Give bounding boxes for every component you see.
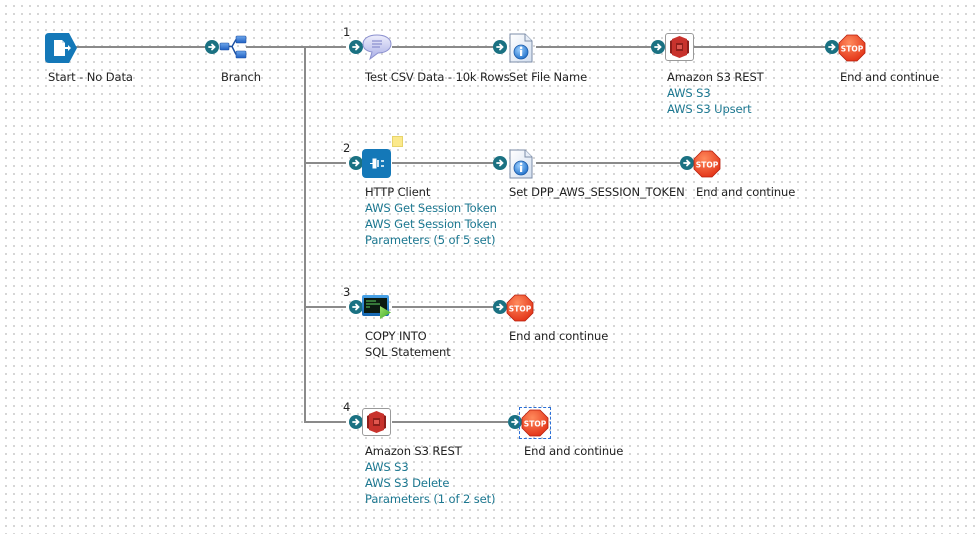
path4-step1-detail: AWS S3 Delete bbox=[365, 476, 450, 490]
edge-p1-s3-s4 bbox=[694, 46, 826, 48]
path2-step3-connector[interactable] bbox=[680, 156, 694, 170]
path2-step3-label: End and continue bbox=[696, 185, 796, 199]
path4-step2-connector[interactable] bbox=[508, 415, 522, 429]
stop-icon: STOP bbox=[693, 150, 721, 178]
path3-step1-label: COPY INTO bbox=[365, 329, 427, 343]
stop-text: STOP bbox=[524, 420, 547, 429]
start-shape[interactable] bbox=[45, 33, 77, 63]
path1-step3-label: Amazon S3 REST bbox=[667, 70, 764, 84]
path2-step2-shape[interactable] bbox=[508, 149, 534, 179]
amazon-s3-icon bbox=[367, 411, 386, 433]
branch-shape[interactable] bbox=[219, 35, 247, 59]
path4-step1-detail: AWS S3 bbox=[365, 460, 409, 474]
path2-step1-detail: AWS Get Session Token bbox=[365, 217, 497, 231]
arrow-right-icon bbox=[511, 418, 519, 426]
edge-p2-s1-s2 bbox=[392, 162, 494, 164]
edge-branch-path1 bbox=[246, 46, 346, 48]
arrow-right-icon bbox=[654, 43, 662, 51]
edge-p2-s2-s3 bbox=[536, 162, 680, 164]
path-number: 3 bbox=[343, 285, 351, 299]
path1-step3-connector[interactable] bbox=[651, 40, 665, 54]
edge-p1-s1-s2 bbox=[392, 46, 494, 48]
set-properties-icon bbox=[509, 149, 533, 179]
path1-step3-detail: AWS S3 Upsert bbox=[667, 102, 752, 116]
arrow-right-icon bbox=[352, 303, 360, 311]
edge-p4-s1-s2 bbox=[392, 421, 508, 423]
path3-step2-shape[interactable]: STOP bbox=[506, 294, 534, 322]
note-marker[interactable] bbox=[392, 136, 403, 147]
path2-step1-label: HTTP Client bbox=[365, 185, 431, 199]
arrow-right-icon bbox=[352, 418, 360, 426]
path1-step3-shape[interactable] bbox=[665, 33, 694, 61]
amazon-s3-icon bbox=[670, 36, 689, 58]
path1-step4-shape[interactable]: STOP bbox=[838, 34, 866, 62]
http-client-icon bbox=[362, 149, 391, 178]
path4-step1-shape[interactable] bbox=[362, 408, 391, 436]
start-document-icon bbox=[45, 33, 77, 63]
stop-icon: STOP bbox=[506, 294, 534, 322]
stop-text: STOP bbox=[696, 161, 719, 170]
branch-connector[interactable] bbox=[205, 40, 219, 54]
branch-trunk bbox=[304, 46, 306, 423]
stop-icon: STOP bbox=[838, 34, 866, 62]
path2-step3-shape[interactable]: STOP bbox=[693, 150, 721, 178]
message-bubble-icon bbox=[362, 34, 392, 61]
program-command-icon bbox=[362, 295, 391, 319]
path3-step1-connector[interactable] bbox=[349, 300, 363, 314]
path1-step4-label: End and continue bbox=[840, 70, 940, 84]
start-label: Start - No Data bbox=[48, 70, 133, 84]
path1-step2-shape[interactable] bbox=[508, 33, 534, 63]
branch-icon bbox=[219, 35, 247, 59]
stop-text: STOP bbox=[509, 305, 532, 314]
path1-step3-detail: AWS S3 bbox=[667, 86, 711, 100]
edge-p1-s2-s3 bbox=[536, 46, 658, 48]
path3-step2-label: End and continue bbox=[509, 329, 609, 343]
path1-step2-connector[interactable] bbox=[493, 40, 507, 54]
branch-label: Branch bbox=[221, 70, 261, 84]
arrow-right-icon bbox=[496, 43, 504, 51]
path-number: 1 bbox=[343, 25, 351, 39]
path1-step1-label: Test CSV Data - 10k Rows bbox=[365, 70, 510, 84]
edge-branch-path4 bbox=[304, 421, 346, 423]
path2-step2-connector[interactable] bbox=[493, 156, 507, 170]
path3-step1-shape[interactable] bbox=[362, 294, 392, 320]
edge-start-branch bbox=[75, 46, 210, 48]
path2-step2-label: Set DPP_AWS_SESSION_TOKEN bbox=[509, 185, 685, 199]
path3-step2-connector[interactable] bbox=[493, 300, 507, 314]
path1-step2-label: Set File Name bbox=[509, 70, 588, 84]
path1-step4-connector[interactable] bbox=[825, 40, 839, 54]
arrow-right-icon bbox=[828, 43, 836, 51]
arrow-right-icon bbox=[496, 303, 504, 311]
edge-branch-path2 bbox=[304, 162, 346, 164]
stop-text: STOP bbox=[841, 45, 864, 54]
path-number: 2 bbox=[343, 141, 351, 155]
stop-icon: STOP bbox=[521, 409, 549, 437]
edge-p3-s1-s2 bbox=[392, 306, 494, 308]
edge-branch-path3 bbox=[304, 306, 346, 308]
path2-step1-connector[interactable] bbox=[349, 156, 363, 170]
path1-step1-connector[interactable] bbox=[349, 40, 363, 54]
path4-step1-label: Amazon S3 REST bbox=[365, 444, 462, 458]
path1-step1-shape[interactable] bbox=[362, 33, 392, 61]
arrow-right-icon bbox=[352, 43, 360, 51]
arrow-right-icon bbox=[208, 43, 216, 51]
arrow-right-icon bbox=[683, 159, 691, 167]
path-number: 4 bbox=[343, 400, 351, 414]
path2-step1-shape[interactable] bbox=[362, 149, 391, 178]
set-properties-icon bbox=[509, 33, 533, 63]
path4-step1-connector[interactable] bbox=[349, 415, 363, 429]
path2-step1-detail: Parameters (5 of 5 set) bbox=[365, 233, 496, 247]
path3-step1-secondary: SQL Statement bbox=[365, 345, 451, 359]
arrow-right-icon bbox=[496, 159, 504, 167]
path4-step2-label: End and continue bbox=[524, 444, 624, 458]
arrow-right-icon bbox=[352, 159, 360, 167]
path2-step1-detail: AWS Get Session Token bbox=[365, 201, 497, 215]
path4-step2-shape[interactable]: STOP bbox=[519, 407, 551, 439]
path4-step1-detail: Parameters (1 of 2 set) bbox=[365, 492, 496, 506]
